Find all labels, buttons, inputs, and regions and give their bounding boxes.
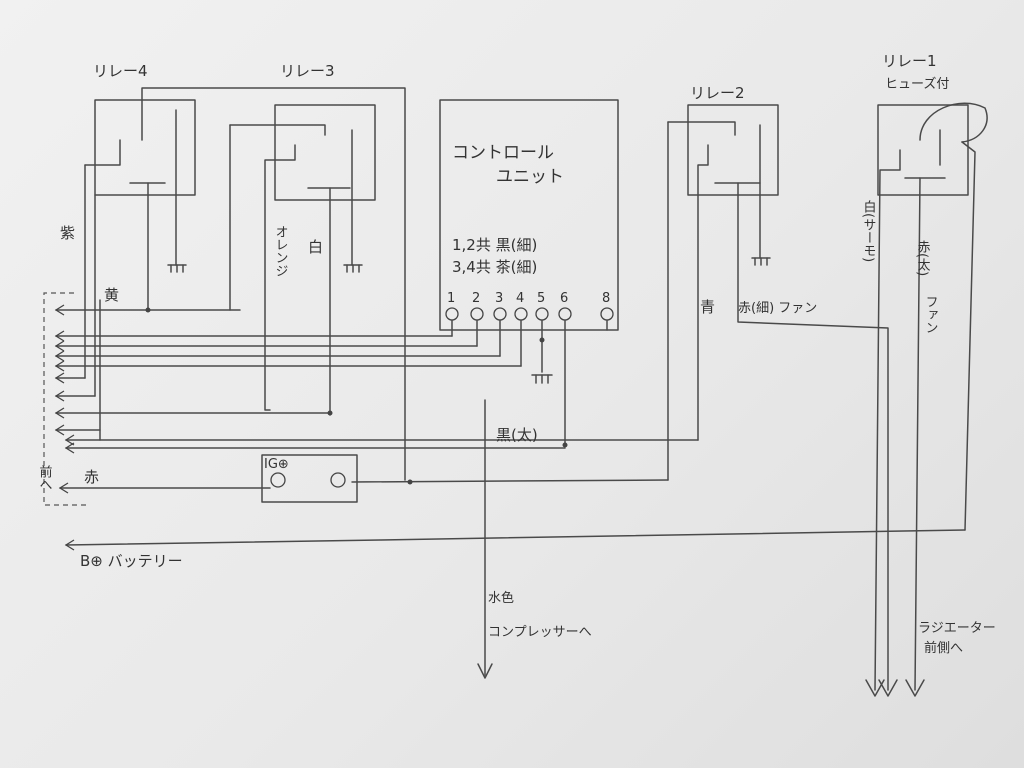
relay-4-top-wire [141, 87, 406, 481]
control-unit-note-2: 3,4共 茶(細) [452, 258, 537, 276]
pin-number: 2 [472, 291, 480, 306]
red-label: 赤 [84, 468, 99, 486]
relay-3-orange-wire [264, 144, 296, 411]
relay-2 [667, 104, 889, 691]
control-unit-title: コントロール [452, 143, 554, 163]
light-blue-label: 水色 [488, 590, 514, 606]
blue-label: 青 [700, 298, 715, 316]
junction-dot [145, 307, 151, 313]
relay-3 [229, 104, 376, 416]
ground-symbol [167, 264, 187, 273]
relay-1-label: リレー1 [882, 52, 937, 70]
relay-3-top-link [229, 124, 326, 136]
relay-1-red-thick-wire [914, 177, 921, 691]
red-thick-label: 赤(太) [915, 240, 931, 276]
control-unit-terminals [445, 307, 614, 321]
to-compressor-label: コンプレッサーへ [488, 625, 592, 640]
battery-wire [65, 529, 966, 546]
relay-1-sub-label: ヒューズ付 [885, 76, 949, 92]
relay-2-blue-wire [697, 144, 709, 441]
junction-dot [327, 410, 333, 416]
radiator-front-label: 前側へ [924, 640, 963, 656]
relay-4 [84, 87, 406, 481]
battery-label: B⊕ バッテリー [80, 552, 183, 570]
junction-dot [539, 337, 545, 343]
relay-2-top-link [667, 121, 736, 136]
relay-1-fuse-loop [919, 102, 988, 143]
ground-symbol [531, 374, 553, 384]
relay-4-label: リレー4 [93, 62, 148, 80]
arrow-down [905, 679, 925, 697]
pin-number: 5 [537, 291, 545, 306]
relay-2-label: リレー2 [690, 84, 745, 102]
yellow-label: 黄 [104, 286, 119, 304]
left-destination-label: 前へ [37, 464, 53, 491]
arrow-down [878, 679, 898, 697]
junction-dot [562, 442, 568, 448]
relay-2-fan-wire [737, 182, 889, 691]
ig-switch-box [261, 454, 358, 503]
ig-terminal [270, 472, 286, 488]
red-thin-fan-label: 赤(細) ファン [738, 301, 817, 316]
control-unit [439, 99, 619, 446]
bundle-bracket [43, 292, 88, 506]
orange-label: オレンジ [273, 225, 288, 277]
left-bus-wires [43, 164, 966, 679]
purple-label: 紫 [60, 224, 75, 242]
junction-dot [407, 479, 413, 485]
control-unit-box [439, 99, 619, 331]
white-thermo-label: 白(サーモ) [861, 199, 876, 262]
relay-3-label: リレー3 [280, 62, 335, 80]
relay-1-white-thermo-wire [874, 149, 901, 691]
ig-label: IG⊕ [264, 457, 289, 472]
relay-4-box [94, 99, 196, 196]
radiator-label: ラジエーター [918, 621, 996, 636]
relay-4-contact-wire [84, 139, 121, 166]
pin-number: 6 [560, 291, 568, 306]
pin-number: 4 [516, 291, 524, 306]
black-thick-label: 黒(太) [496, 426, 538, 444]
arrow-left-group [54, 304, 75, 551]
relay-1 [865, 102, 988, 697]
control-unit-note-1: 1,2共 黒(細) [452, 236, 537, 254]
ground-symbol [751, 257, 771, 266]
ig-terminal [330, 472, 346, 488]
pin-number: 8 [602, 291, 610, 306]
relay-1-box [877, 104, 969, 196]
arrow-down [477, 663, 493, 679]
relay-3-box [274, 104, 376, 201]
ig-switch [261, 454, 358, 503]
white-label: 白 [308, 238, 323, 256]
ground-symbol [343, 264, 363, 273]
pin-number: 1 [447, 291, 455, 306]
arrow-down [865, 679, 885, 697]
fan-label: ファン [923, 295, 938, 334]
ig-wire [351, 479, 669, 483]
control-unit-title-2: ユニット [496, 167, 564, 187]
pin-number: 3 [495, 291, 503, 306]
relay-1-battery-wire [961, 141, 976, 531]
relay-2-box [687, 104, 779, 196]
